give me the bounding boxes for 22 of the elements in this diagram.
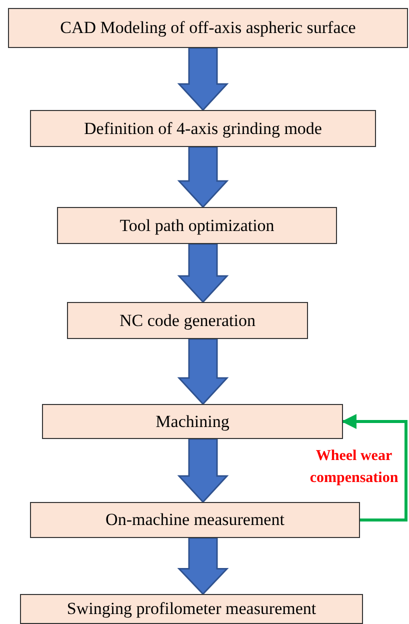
block-arrow: [177, 146, 229, 208]
process-box: [20, 594, 363, 624]
step-label: NC code generation: [120, 310, 256, 330]
step-label: Definition of 4-axis grinding mode: [84, 118, 322, 138]
step-label: Machining: [156, 412, 230, 432]
step-label: On-machine measurement: [106, 510, 284, 530]
process-box: [30, 502, 360, 538]
process-box: [42, 404, 343, 439]
block-arrow: [177, 338, 229, 406]
block-arrow: [177, 47, 229, 112]
block-arrow: [177, 438, 229, 504]
edge-label: Wheel wear compensation: [308, 447, 400, 488]
step-label: Tool path optimization: [120, 216, 274, 236]
feedback-arrow: [342, 414, 408, 522]
process-box: [8, 8, 408, 48]
process-box: [30, 110, 376, 147]
process-box: [57, 207, 337, 244]
step-label: CAD Modeling of off-axis aspheric surface: [60, 18, 356, 38]
step-label: Swinging profilometer measurement: [66, 599, 316, 619]
process-box: [67, 302, 308, 339]
block-arrow: [177, 537, 229, 596]
block-arrow: [177, 243, 229, 304]
